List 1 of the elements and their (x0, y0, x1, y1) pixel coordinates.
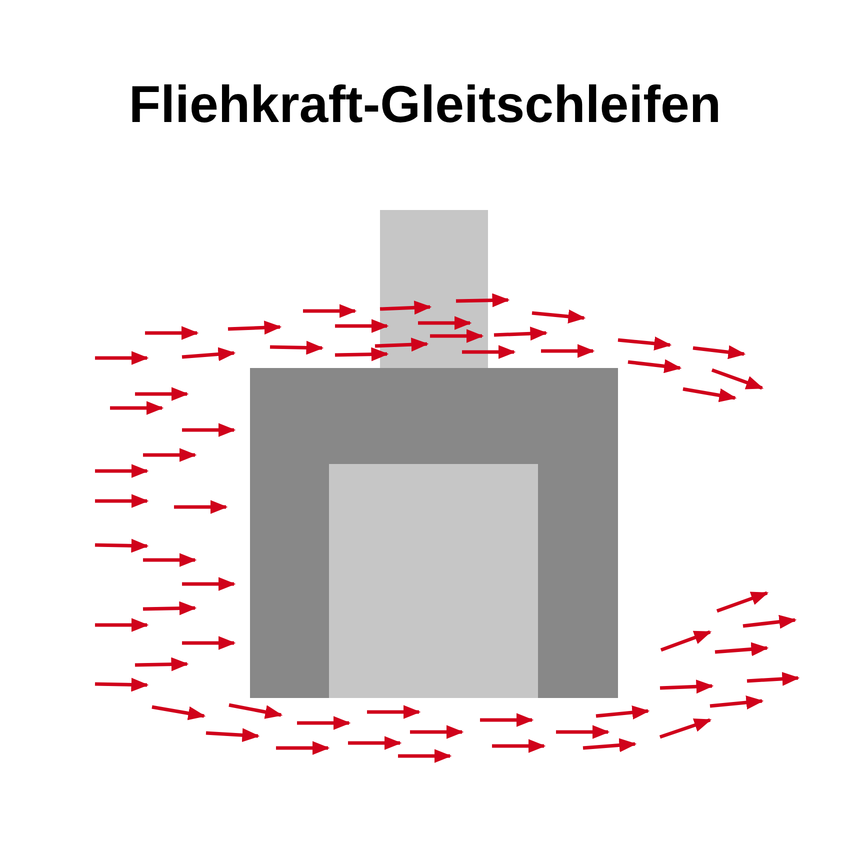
title: Fliehkraft-Gleitschleifen (128, 75, 722, 135)
